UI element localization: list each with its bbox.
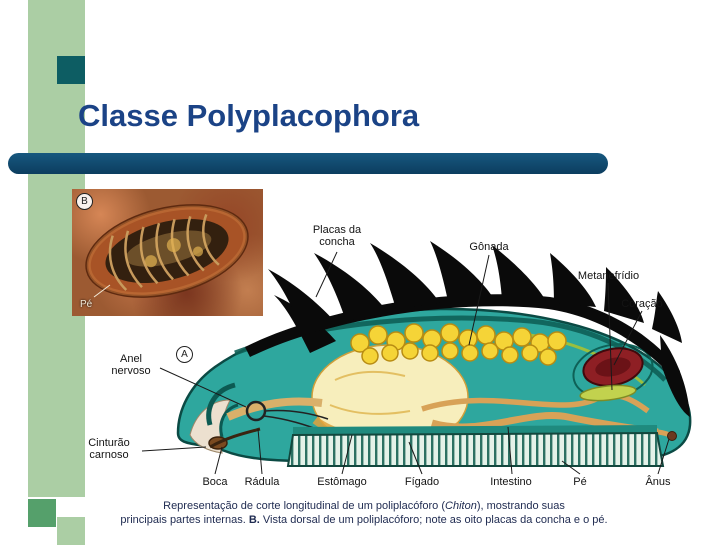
caption-text: Representação de corte longitudinal de u… xyxy=(163,500,446,512)
panel-b-marker: B xyxy=(76,193,93,210)
chiton-longitudinal-diagram xyxy=(141,241,692,475)
panel-a-marker-letter: A xyxy=(181,349,188,360)
metanephridium-shape xyxy=(579,384,637,402)
label-radula: Rádula xyxy=(244,476,280,488)
caption-text-2: ), mostrando suas xyxy=(476,500,565,512)
heart-inner xyxy=(595,357,631,377)
label-lines xyxy=(141,251,670,475)
shell-plates xyxy=(245,241,690,417)
anus-shape xyxy=(667,431,677,441)
label-estomago: Estômago xyxy=(317,476,367,488)
caption-species-italic: Chiton xyxy=(445,500,477,512)
title-underline-bar xyxy=(8,153,608,174)
label-intestino: Intestino xyxy=(490,476,532,488)
accent-square-top xyxy=(57,56,85,84)
caption-text-3: principais partes internas. xyxy=(120,514,249,527)
shell-plate-stripes xyxy=(108,213,220,291)
label-anus: Ânus xyxy=(645,476,671,488)
label-anel-nervoso: Anel nervoso xyxy=(111,353,151,378)
gonad-cluster xyxy=(350,323,567,366)
head-swirl xyxy=(206,382,236,426)
inset-photo xyxy=(72,189,263,316)
head-swirl-2 xyxy=(219,403,239,438)
radula-shape xyxy=(209,427,261,449)
label-gonada: Gônada xyxy=(469,241,509,253)
figure-caption: Representação de corte longitudinal de u… xyxy=(64,499,664,528)
inset-foot-label: Pé xyxy=(80,299,93,310)
inset-chiton-illustration xyxy=(85,204,249,298)
label-boca: Boca xyxy=(202,476,228,488)
stomach-texture xyxy=(329,370,411,415)
accent-square-bottom-light xyxy=(57,517,85,545)
label-metanefridio: Metanefrídio xyxy=(577,270,640,282)
label-placas-da-concha: Placas da concha xyxy=(312,224,362,249)
esophagus-tube xyxy=(226,397,323,421)
panel-b-marker-letter: B xyxy=(81,196,88,207)
label-pe: Pé xyxy=(573,476,587,488)
page-title: Classe Polyplacophora xyxy=(78,98,420,133)
accent-square-bottom-dark xyxy=(28,499,56,527)
label-coracao: Coração xyxy=(621,298,663,310)
panel-a-marker: A xyxy=(176,346,193,363)
label-cinturao-carnoso: Cinturão carnoso xyxy=(88,437,130,462)
label-figado: Fígado xyxy=(404,476,440,488)
foot-gill-fringe xyxy=(286,431,665,467)
caption-text-4: Vista dorsal de um poliplacóforo; note a… xyxy=(259,514,608,527)
caption-b-bold: B. xyxy=(248,514,260,527)
